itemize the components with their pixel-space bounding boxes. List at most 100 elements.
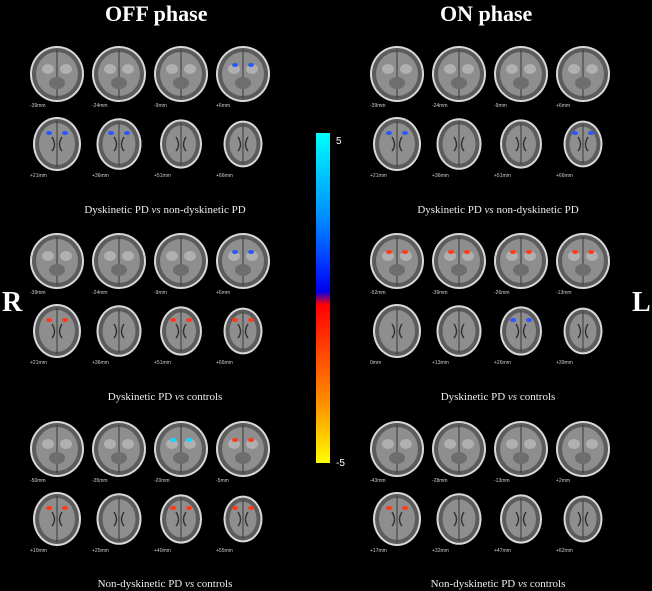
slice-depth-label: +51mm [494,173,511,179]
brain-slice: +36mm [432,115,486,185]
brain-panel: -39mm-24mm-9mm+6mm+21mm+36mm+51mm+66mm [370,45,620,185]
brain-slice-image [563,120,603,168]
brain-slice: +26mm [494,302,548,372]
brain-slice-image [30,421,84,477]
slice-depth-label: -50mm [30,478,46,484]
panel-caption: Non-dyskinetic PD vs controls [98,578,233,591]
brain-slice: +36mm [92,115,146,185]
caption-group-a: Dyskinetic PD [440,391,508,403]
brain-panel: -39mm-24mm-9mm+6mm+21mm+36mm+51mm+66mm [30,232,280,372]
brain-slice: -28mm [432,420,486,490]
brain-slice-image [556,46,610,102]
brain-slice-image [30,46,84,102]
slice-depth-label: -9mm [154,103,167,109]
right-hemisphere-label: R [2,287,23,318]
caption-group-b: non-dyskinetic PD [493,204,579,216]
slice-depth-label: +21mm [30,173,47,179]
brain-slice-image [500,119,542,169]
slice-depth-label: -5mm [216,478,229,484]
brain-slice: +66mm [216,302,270,372]
brain-slice-image [216,46,270,102]
slice-depth-label: +21mm [370,173,387,179]
brain-slice-image [370,46,424,102]
brain-slice: -35mm [92,420,146,490]
slice-depth-label: -24mm [432,103,448,109]
slice-depth-label: +17mm [370,548,387,554]
slice-depth-label: +62mm [556,548,573,554]
brain-slice: +2mm [556,420,610,490]
on-phase-title: ON phase [440,1,533,26]
slice-depth-label: +26mm [494,360,511,366]
slice-depth-label: +32mm [432,548,449,554]
brain-slice: -13mm [556,232,610,302]
slice-depth-label: -28mm [432,478,448,484]
panel-caption: Dyskinetic PD vs controls [441,391,556,404]
slice-depth-label: +25mm [92,548,109,554]
brain-slice: -39mm [30,45,84,115]
slice-depth-label: -9mm [494,103,507,109]
brain-slice-image [30,233,84,289]
brain-slice: +17mm [370,490,424,560]
brain-slice-image [432,233,486,289]
brain-slice: 0mm [370,302,424,372]
brain-slice-image [154,233,208,289]
slice-depth-label: +13mm [432,360,449,366]
brain-slice: -20mm [154,420,208,490]
brain-slice-image [436,493,482,545]
slice-depth-label: +66mm [216,360,233,366]
brain-slice-image [92,46,146,102]
off-phase-title: OFF phase [105,1,208,26]
brain-slice-image [556,421,610,477]
brain-slice-image [33,304,81,358]
brain-slice: -9mm [154,232,208,302]
brain-slice-image [160,119,202,169]
caption-group-a: Dyskinetic PD [84,204,152,216]
brain-slice: -43mm [370,420,424,490]
brain-slice-image [500,494,542,544]
caption-vs: vs [484,204,494,216]
brain-slice-image [223,120,263,168]
slice-depth-label: +21mm [30,360,47,366]
brain-slice: -26mm [494,232,548,302]
caption-vs: vs [185,578,195,590]
brain-panel: -43mm -28mm -13mm +2mm +17mm +32mm +47mm +62mm [370,420,620,560]
caption-group-b: controls [517,391,556,403]
brain-slice-image [436,305,482,357]
brain-slice-image [432,421,486,477]
brain-slice: -24mm [92,45,146,115]
brain-slice: -9mm [494,45,548,115]
panel-caption: Dyskinetic PD vs non-dyskinetic PD [417,204,578,217]
brain-slice-image [216,233,270,289]
brain-slice: +32mm [432,490,486,560]
slice-depth-label: -39mm [432,290,448,296]
left-hemisphere-label: L [632,287,651,318]
brain-slice-image [154,421,208,477]
slice-depth-label: +6mm [556,103,571,109]
slice-depth-label: +51mm [154,360,171,366]
slice-depth-label: 0mm [370,360,382,366]
brain-slice-image [96,493,142,545]
brain-slice: +36mm [92,302,146,372]
slice-depth-label: +36mm [92,360,109,366]
caption-group-a: Dyskinetic PD [417,204,485,216]
caption-group-b: controls [184,391,223,403]
caption-group-b: controls [527,578,566,590]
slice-depth-label: -13mm [494,478,510,484]
brain-slice: +51mm [494,115,548,185]
caption-vs: vs [174,391,185,403]
brain-slice-image [556,233,610,289]
colorbar-max-label: 5 [336,136,342,147]
colorbar-min-label: -5 [336,458,345,469]
slice-depth-label: +40mm [154,548,171,554]
brain-slice-image [494,233,548,289]
brain-slice: +55mm [216,490,270,560]
slice-depth-label: +47mm [494,548,511,554]
brain-slice-image [160,494,202,544]
slice-depth-label: +6mm [216,290,231,296]
slice-depth-label: +6mm [216,103,231,109]
brain-slice-image [370,421,424,477]
brain-slice: -39mm [30,232,84,302]
slice-depth-label: +36mm [432,173,449,179]
brain-slice: -9mm [154,45,208,115]
